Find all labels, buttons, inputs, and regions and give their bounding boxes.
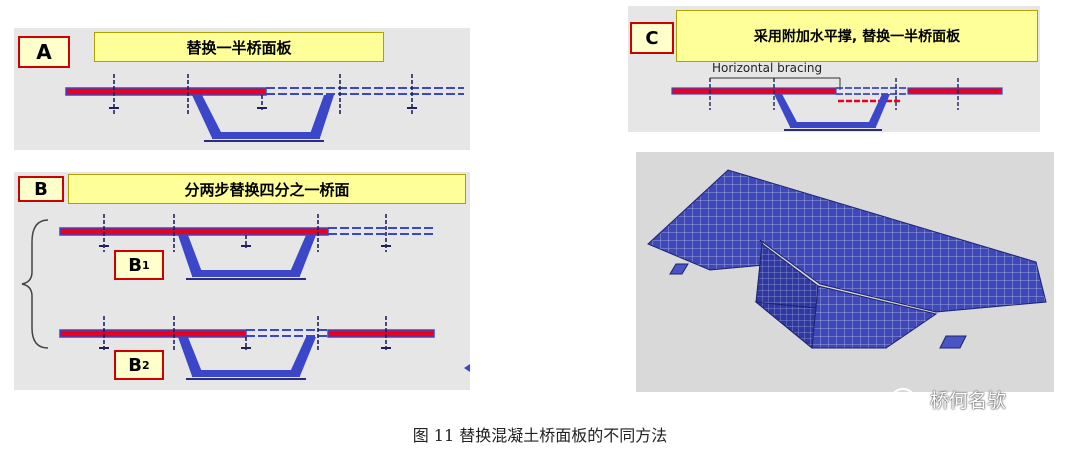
panel-a-badge: A [18,36,70,68]
b2-deck-left [59,329,247,338]
panel-a: A 替换一半桥面板 [14,28,470,150]
b2-trough-girder [178,337,316,380]
b2-deck-right [327,329,435,338]
watermark-text: 桥何名欤 [930,390,1007,412]
sub-badge-b1-main: B [128,254,143,276]
panel-c-diagram: Horizontal bracing [671,61,1003,131]
deck-plate [647,169,1047,313]
stud-markers [709,78,959,110]
panel-a-title: 替换一半桥面板 [94,32,384,62]
grouping-brace [21,219,49,349]
panel-c-title: 采用附加水平撑, 替换一半桥面板 [676,10,1038,62]
deck-removed [266,87,464,95]
trough-girder [192,95,334,142]
edge-mark [464,364,470,372]
panel-c: C 采用附加水平撑, 替换一半桥面板 Horizontal bracing [628,6,1040,132]
b2-stud-markers [103,316,387,352]
sub-badge-b2-main: B [128,354,143,376]
fem-model-panel [636,152,1054,392]
b1-deck-removed [328,227,434,235]
deck-remaining [65,87,267,96]
deck-removed [836,87,908,95]
sub-badge-b1-index: 1 [142,258,150,272]
wechat-icon [891,387,922,411]
panel-a-diagram [65,74,464,142]
b1-trough-girder [178,235,316,280]
panel-b-title: 分两步替换四分之一桥面 [68,174,466,204]
panel-b-badge: B [18,176,64,202]
bracing-label: Horizontal bracing [712,61,822,75]
deck-right [907,87,1003,95]
b1-deck-remaining [59,227,329,236]
sub-badge-b2-index: 2 [142,358,150,372]
trough-web-right [811,285,938,349]
panel-c-badge: C [630,22,674,54]
support-stubs [669,263,967,349]
b2-deck-removed [246,329,328,337]
trough-girder [774,94,890,131]
watermark: 桥何名欤 [890,386,1006,413]
figure-caption: 图 11 替换混凝土桥面板的不同方法 [412,426,668,445]
panel-b-diagram [21,214,470,380]
fem-model [647,169,1047,349]
deck-left [671,87,837,95]
